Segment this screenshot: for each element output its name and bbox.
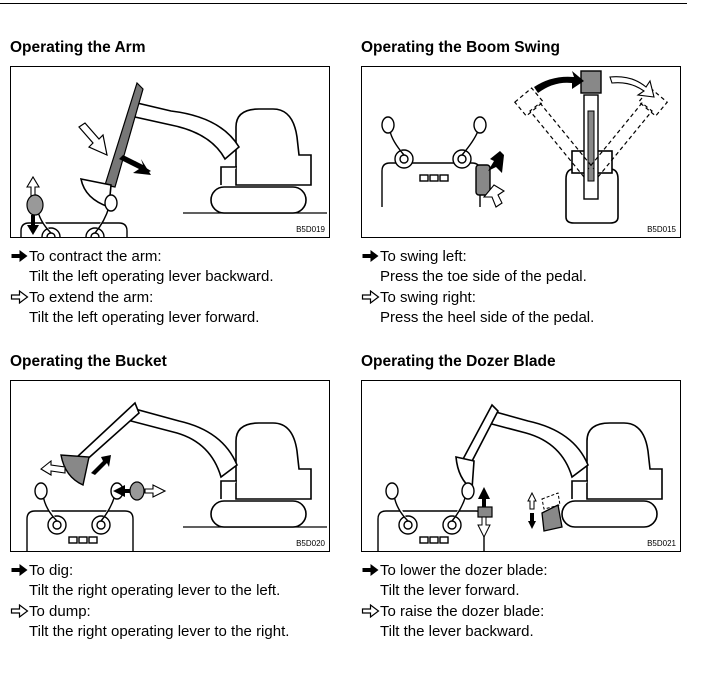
dozer-blade-illustration: [377, 403, 663, 551]
section-operating-arm: Operating the Arm B5D019 To contract the…: [10, 38, 340, 326]
solid-arrow-icon: [10, 563, 29, 577]
section-operating-bucket: Operating the Bucket B5D020 To dig: Tilt…: [10, 352, 340, 640]
instruction-detail: Tilt the right operating lever to the le…: [29, 582, 281, 600]
section-title: Operating the Arm: [10, 39, 146, 56]
instruction-detail: Press the toe side of the pedal.: [380, 268, 587, 286]
boom-swing-figure: B5D015: [361, 66, 681, 238]
instruction-line: To dump:: [10, 601, 289, 622]
instruction-text: To dump:: [29, 602, 91, 620]
instruction-detail: Tilt the right operating lever to the ri…: [29, 623, 290, 641]
instruction-text: To lower the dozer blade:: [380, 561, 548, 579]
solid-arrow-icon: [361, 249, 380, 263]
instruction-line: To swing left:: [361, 246, 594, 267]
section-operating-dozer-blade: Operating the Dozer Blade B5D021 To lowe…: [361, 352, 691, 640]
instruction-text: To swing left:: [380, 247, 467, 265]
section-title: Operating the Bucket: [10, 353, 167, 370]
figure-code: B5D019: [296, 225, 325, 234]
instruction-detail: Tilt the lever backward.: [380, 623, 534, 641]
instruction-detail: Press the heel side of the pedal.: [380, 309, 595, 327]
instruction-text: To raise the dozer blade:: [380, 602, 545, 620]
instruction-line: To lower the dozer blade:: [361, 560, 548, 581]
section-title: Operating the Dozer Blade: [361, 353, 556, 370]
bucket-instructions: To dig: Tilt the right operating lever t…: [10, 560, 289, 642]
instruction-text: To dig:: [29, 561, 74, 579]
bucket-illustration: [26, 401, 327, 551]
instruction-text: To swing right:: [380, 288, 476, 306]
boom-swing-illustration: [381, 70, 669, 224]
solid-arrow-icon: [10, 249, 29, 263]
instruction-detail: Tilt the left operating lever backward.: [29, 268, 274, 286]
instruction-text: To contract the arm:: [29, 247, 162, 265]
outline-arrow-icon: [361, 290, 380, 304]
figure-code: B5D015: [647, 225, 676, 234]
figure-code: B5D021: [647, 539, 676, 548]
instruction-line: To extend the arm:: [10, 287, 274, 308]
arm-illustration: [20, 81, 327, 237]
solid-arrow-icon: [361, 563, 380, 577]
instruction-line: To dig:: [10, 560, 289, 581]
arm-figure: B5D019: [10, 66, 330, 238]
outline-arrow-icon: [10, 604, 29, 618]
arm-instructions: To contract the arm: Tilt the left opera…: [10, 246, 274, 328]
section-title: Operating the Boom Swing: [361, 39, 560, 56]
section-operating-boom-swing: Operating the Boom Swing: [361, 38, 691, 326]
instruction-line: To contract the arm:: [10, 246, 274, 267]
dozer-blade-figure: B5D021: [361, 380, 681, 552]
outline-arrow-icon: [361, 604, 380, 618]
instruction-line: To raise the dozer blade:: [361, 601, 548, 622]
top-rule: [0, 3, 687, 4]
outline-arrow-icon: [10, 290, 29, 304]
figure-code: B5D020: [296, 539, 325, 548]
instruction-text: To extend the arm:: [29, 288, 154, 306]
dozer-blade-instructions: To lower the dozer blade: Tilt the lever…: [361, 560, 548, 642]
boom-swing-instructions: To swing left: Press the toe side of the…: [361, 246, 594, 328]
instruction-line: To swing right:: [361, 287, 594, 308]
bucket-figure: B5D020: [10, 380, 330, 552]
instruction-detail: Tilt the left operating lever forward.: [29, 309, 260, 327]
instruction-detail: Tilt the lever forward.: [380, 582, 520, 600]
